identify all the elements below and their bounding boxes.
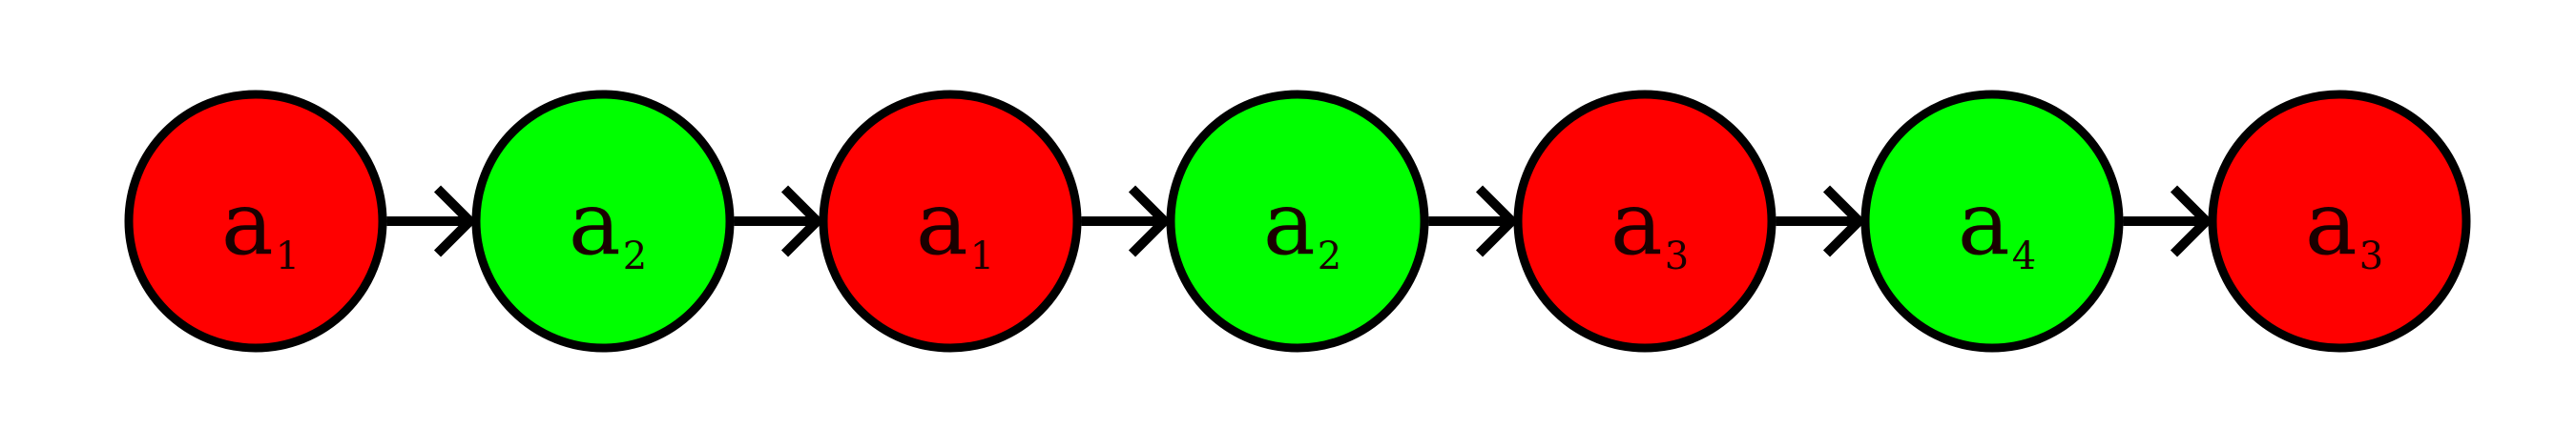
node-label-subscript: 2 (1318, 235, 1341, 278)
node-label-subscript: 3 (1665, 235, 1689, 278)
node-label-letter: a (916, 173, 968, 275)
node-label: a1 (221, 173, 300, 278)
node-circle (1513, 90, 1776, 353)
sequence-node: a2 (471, 90, 735, 353)
sequence-node: a4 (1860, 90, 2124, 353)
arrow-connector (2123, 185, 2213, 257)
node-circle (819, 90, 1082, 353)
node-label-subscript: 1 (276, 235, 300, 278)
sequence-node: a3 (1513, 90, 1776, 353)
node-label: a2 (569, 173, 647, 278)
node-circle (1166, 90, 1429, 353)
node-label-subscript: 4 (2012, 235, 2036, 278)
node-label-letter: a (1958, 173, 2010, 275)
node-label: a3 (1610, 173, 1689, 278)
sequence-node: a1 (124, 90, 387, 353)
node-label-subscript: 3 (2359, 235, 2383, 278)
node-label-letter: a (1610, 173, 1663, 275)
node-label: a4 (1958, 173, 2036, 278)
node-circle (124, 90, 387, 353)
node-label-letter: a (569, 173, 621, 275)
node-circle (471, 90, 735, 353)
arrow-connector (1081, 185, 1172, 257)
arrow-connector (1776, 185, 1866, 257)
arrow-connector (386, 185, 477, 257)
node-label: a2 (1263, 173, 1341, 278)
node-label-letter: a (1263, 173, 1316, 275)
arrow-connector (734, 185, 824, 257)
sequence-node: a1 (819, 90, 1082, 353)
arrow-connector (1428, 185, 1519, 257)
node-circle (1860, 90, 2124, 353)
node-label: a1 (916, 173, 994, 278)
node-circle (2208, 90, 2471, 353)
node-label: a3 (2305, 173, 2383, 278)
sequence-node: a3 (2208, 90, 2471, 353)
node-label-letter: a (221, 173, 274, 275)
node-label-subscript: 1 (970, 235, 994, 278)
sequence-node: a2 (1166, 90, 1429, 353)
node-label-letter: a (2305, 173, 2358, 275)
node-label-subscript: 2 (623, 235, 647, 278)
